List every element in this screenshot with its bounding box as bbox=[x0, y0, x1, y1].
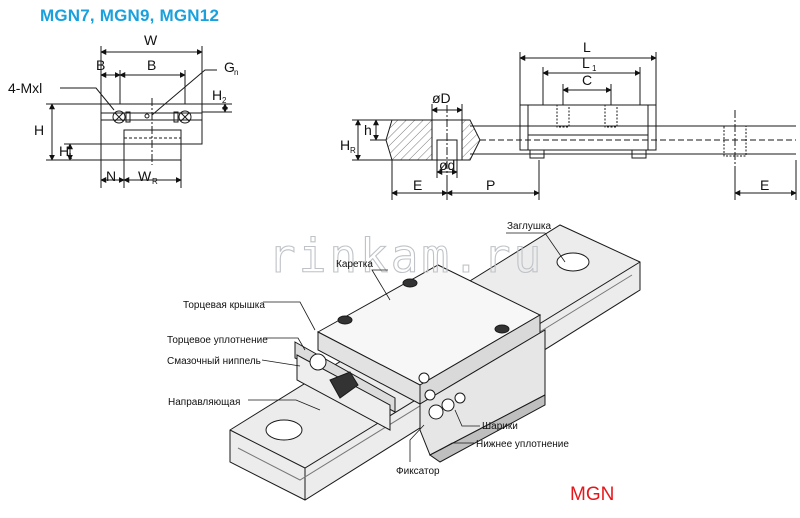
dim-WR-sub: R bbox=[152, 177, 158, 186]
ball-left bbox=[112, 110, 126, 124]
page-title: MGN7, MGN9, MGN12 bbox=[40, 6, 220, 25]
dim-W: W bbox=[144, 32, 158, 48]
dim-B-left: B bbox=[96, 57, 105, 73]
label-end-plug: Заглушка bbox=[507, 221, 551, 232]
dim-N: N bbox=[106, 168, 116, 184]
iso-assembly bbox=[229, 224, 641, 501]
dim-H1-sub: 1 bbox=[68, 152, 73, 161]
dim-G-sub: n bbox=[234, 68, 238, 77]
dim-C: C bbox=[582, 72, 592, 88]
dim-d: ød bbox=[439, 157, 455, 173]
label-bottom-seal: Нижнее уплотнение bbox=[476, 439, 569, 450]
dim-H2-sub: 2 bbox=[222, 96, 227, 105]
label-end-cap: Торцевая крышка bbox=[183, 300, 265, 311]
watermark: rinkam.ru bbox=[268, 229, 544, 283]
dim-H2: H bbox=[212, 87, 222, 103]
dim-P: P bbox=[486, 177, 495, 193]
dim-D: øD bbox=[432, 90, 451, 106]
label-end-seal: Торцевое уплотнение bbox=[167, 335, 268, 346]
label-balls: Шарики bbox=[482, 421, 518, 432]
ball-right bbox=[178, 110, 192, 124]
dim-H1: H bbox=[59, 143, 69, 159]
label-retainer: Фиксатор bbox=[396, 466, 440, 477]
end-plug-hole bbox=[556, 252, 590, 272]
dim-G: G bbox=[224, 59, 235, 75]
ball-1 bbox=[428, 404, 444, 420]
dim-HR: H bbox=[340, 137, 350, 153]
dim-L1: L bbox=[582, 55, 590, 71]
dim-HR-sub: R bbox=[350, 146, 356, 155]
label-rail: Направляющая bbox=[168, 397, 240, 408]
ball-2 bbox=[441, 398, 455, 412]
label-grease-nipple: Смазочный ниппель bbox=[167, 356, 261, 367]
side-view-labels: L L 1 C øD ød h H R E P E bbox=[340, 39, 769, 193]
dim-H: H bbox=[34, 122, 44, 138]
ball-3 bbox=[454, 392, 466, 404]
dim-M: 4-Mxl bbox=[8, 80, 42, 96]
dim-E-right: E bbox=[760, 177, 769, 193]
dim-WR: W bbox=[138, 168, 152, 184]
rail-hole-front bbox=[265, 419, 303, 441]
label-carriage: Каретка bbox=[336, 259, 373, 270]
part-leaders bbox=[248, 232, 566, 462]
dim-L: L bbox=[583, 39, 591, 55]
dim-L1-sub: 1 bbox=[592, 64, 597, 73]
series-label: MGN bbox=[570, 484, 615, 505]
part-labels: Каретка Заглушка Торцевая крышка Торцево… bbox=[167, 221, 569, 477]
side-view bbox=[352, 52, 797, 200]
front-view bbox=[46, 46, 232, 188]
grease-nipple bbox=[309, 353, 327, 371]
bottom-seal bbox=[429, 394, 546, 463]
dim-h: h bbox=[364, 122, 372, 138]
front-view-labels: W B B G n 4-Mxl H H 1 H 2 N W R bbox=[8, 32, 238, 186]
carriage-side bbox=[519, 104, 657, 151]
dim-B-center: B bbox=[147, 57, 156, 73]
dim-E-left: E bbox=[413, 177, 422, 193]
